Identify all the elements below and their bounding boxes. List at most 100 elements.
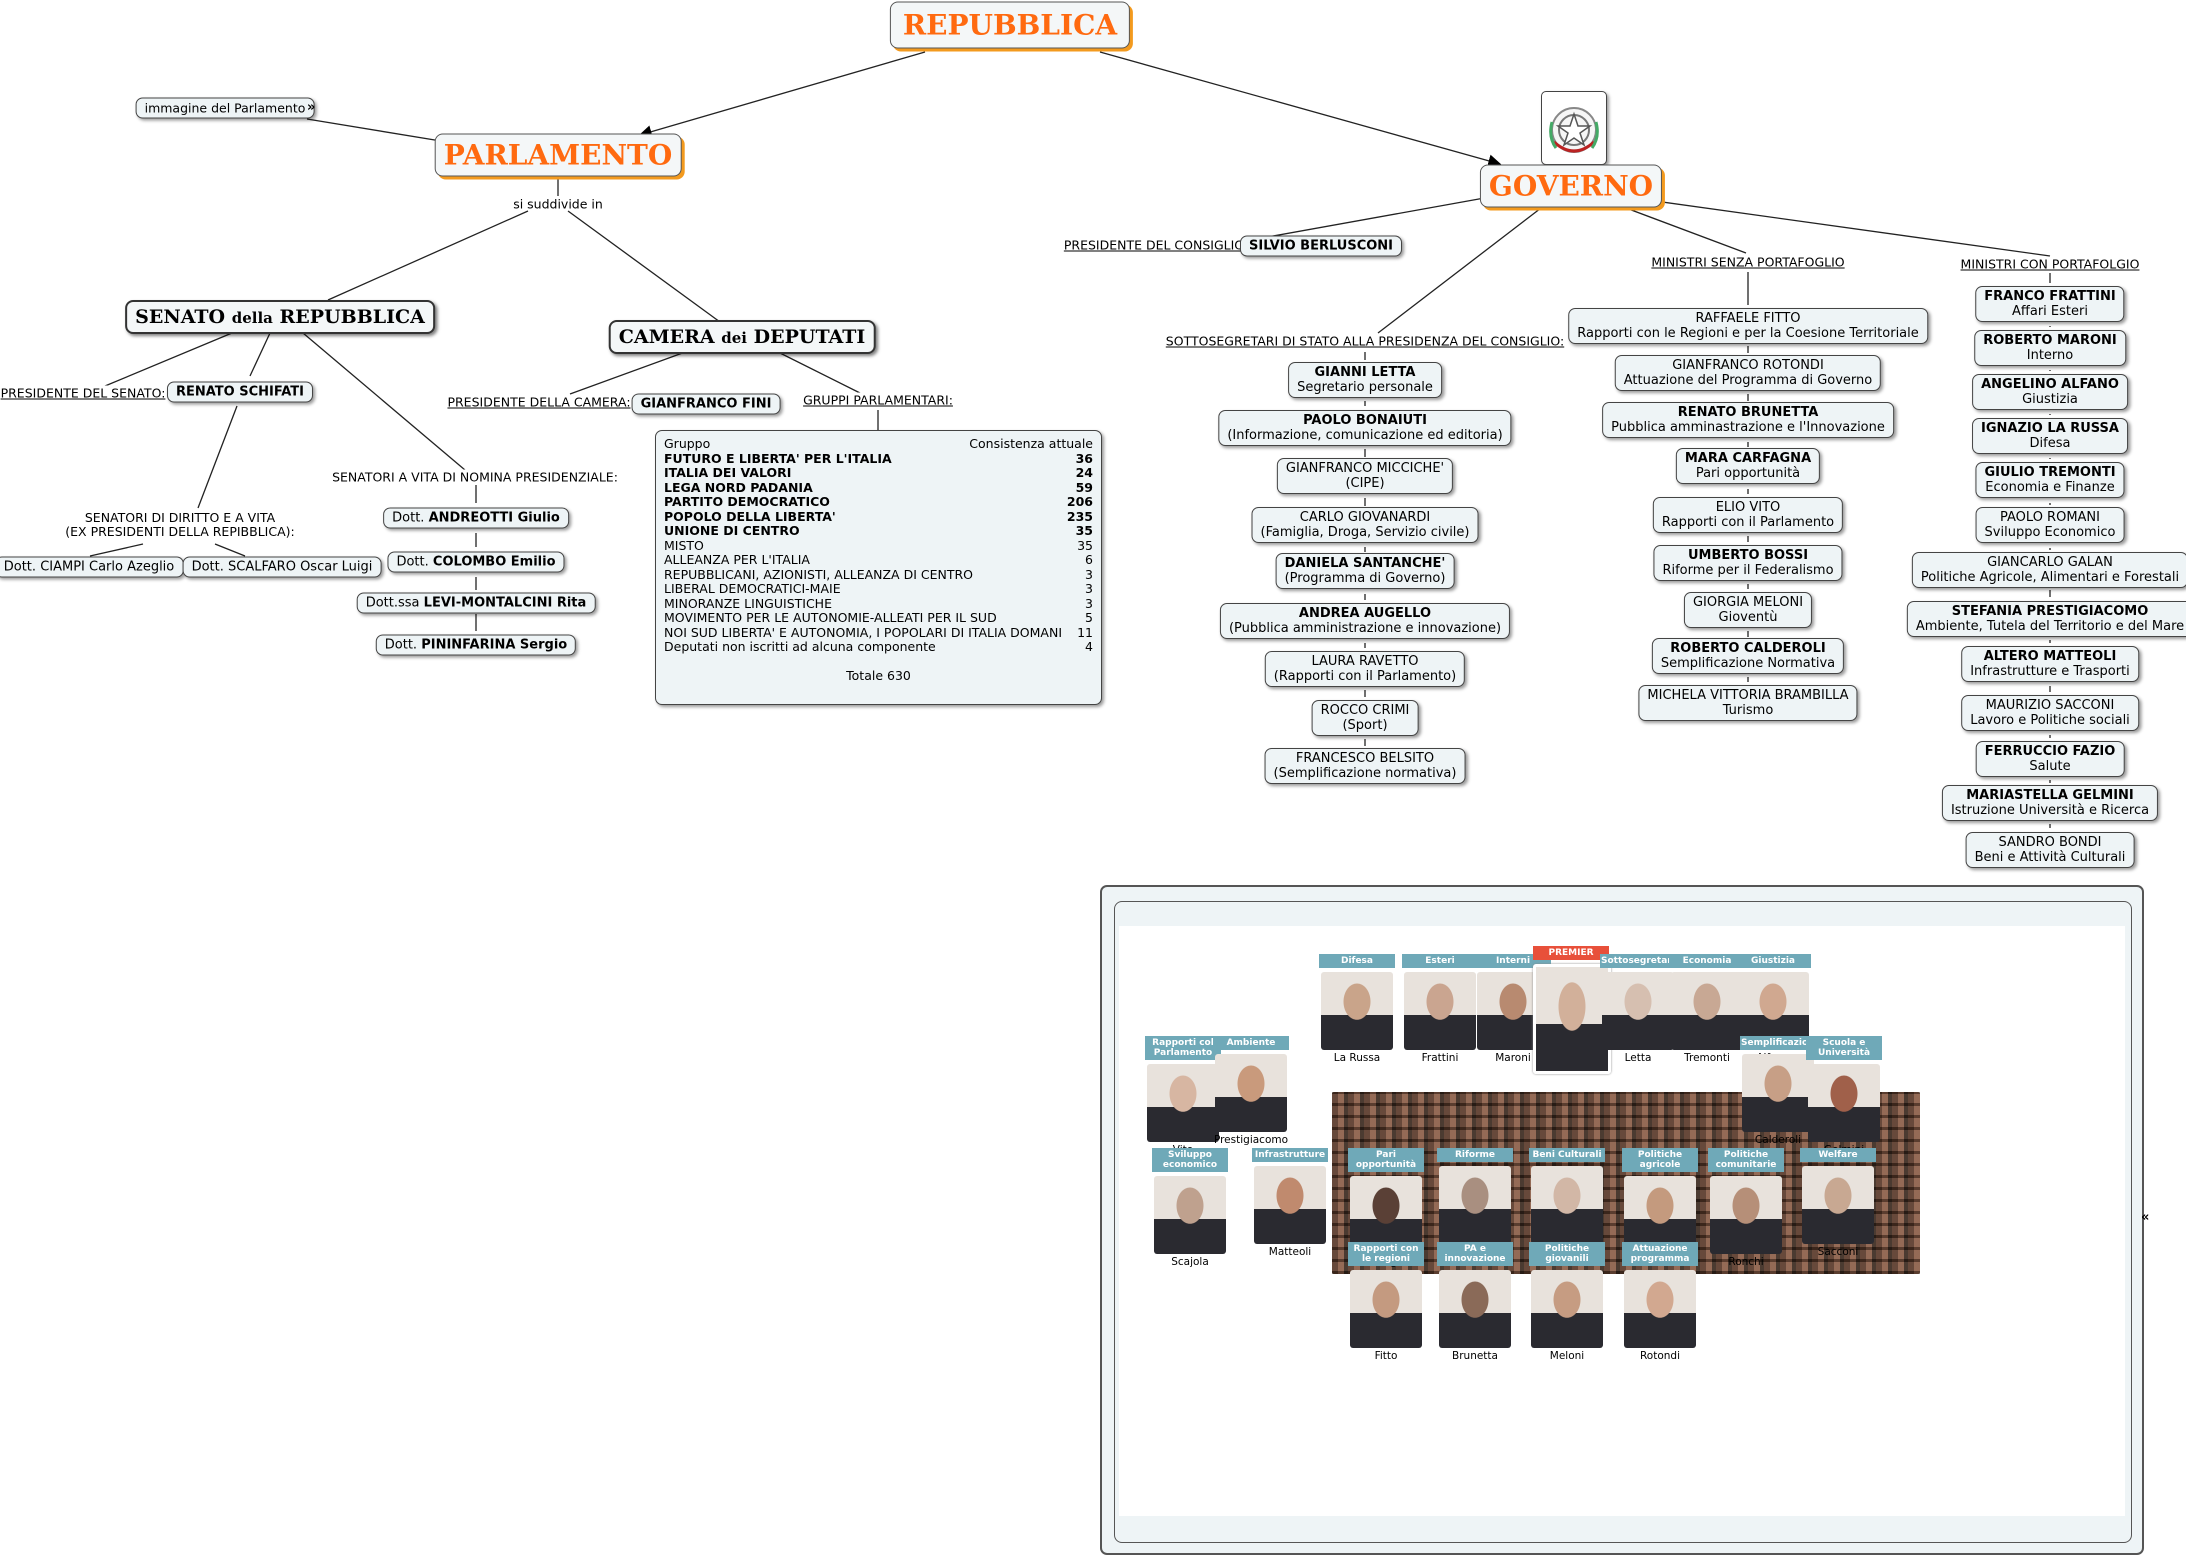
ministro-senza-portafoglio-role: Pubblica amminastrazione e l'Innovazione xyxy=(1611,420,1885,435)
ministry-label: Difesa xyxy=(1319,954,1395,968)
portrait-photo xyxy=(1624,1270,1696,1348)
portrait-photo xyxy=(1439,1166,1511,1244)
minister-name: Letta xyxy=(1600,1052,1676,1064)
sottosegretario-node[interactable]: ANDREA AUGELLO(Pubblica amministrazione … xyxy=(1220,603,1510,639)
sottosegretario-node[interactable]: LAURA RAVETTO(Rapporti con il Parlamento… xyxy=(1265,651,1465,687)
ministry-label: Scuola e Università xyxy=(1806,1036,1882,1060)
ministry-label: Beni Culturali xyxy=(1529,1148,1605,1162)
ministro-con-portafoglio-name: SANDRO BONDI xyxy=(1975,835,2126,850)
ministry-label: Attuazione programma xyxy=(1622,1242,1698,1266)
sottosegretario-node[interactable]: GIANFRANCO MICCICHE'(CIPE) xyxy=(1277,458,1453,494)
senatore-ciampi[interactable]: Dott. CIAMPI Carlo Azeglio xyxy=(0,557,183,578)
repubblica-title[interactable]: REPUBBLICA xyxy=(890,2,1130,49)
senato-title[interactable]: SENATO della REPUBBLICA xyxy=(125,300,435,334)
ministro-senza-portafoglio-name: ELIO VITO xyxy=(1662,500,1834,515)
ministri-senza-portafoglio-label: MINISTRI SENZA PORTAFOGLIO xyxy=(1649,255,1846,270)
header-consistenza: Consistenza attuale xyxy=(969,437,1093,452)
ministro-con-portafoglio-role: Beni e Attività Culturali xyxy=(1975,850,2126,865)
sottosegretario-node[interactable]: DANIELA SANTANCHE'(Programma di Governo) xyxy=(1276,553,1455,589)
senatore-andreotti[interactable]: Dott. ANDREOTTI Giulio xyxy=(383,508,569,529)
senatore-title: Dott. xyxy=(385,638,417,653)
gruppo-name: MINORANZE LINGUISTICHE xyxy=(664,597,832,612)
ministro-con-portafoglio-role: Giustizia xyxy=(1981,392,2119,407)
ministry-label: Politiche comunitarie xyxy=(1708,1148,1784,1172)
senatore-pininfarina[interactable]: Dott. PININFARINA Sergio xyxy=(376,635,576,656)
presidente-camera[interactable]: GIANFRANCO FINI xyxy=(632,394,781,415)
camera-title[interactable]: CAMERA dei DEPUTATI xyxy=(609,320,876,354)
table-row: POPOLO DELLA LIBERTA'235 xyxy=(664,510,1093,525)
ministro-con-portafoglio-role: Affari Esteri xyxy=(1984,304,2115,319)
senatore-name: LEVI-MONTALCINI Rita xyxy=(424,596,587,611)
expand-icon[interactable]: » xyxy=(307,100,315,115)
governo-title[interactable]: GOVERNO xyxy=(1480,165,1662,208)
senatore-levi-montalcini[interactable]: Dott.ssa LEVI-MONTALCINI Rita xyxy=(357,593,596,614)
ministry-label: PA e innovazione xyxy=(1437,1242,1513,1266)
minister-portrait: SottosegretarioLetta xyxy=(1600,954,1676,1064)
senatore-title: Dott. xyxy=(396,555,428,570)
sottosegretario-name: GIANNI LETTA xyxy=(1297,365,1433,380)
minister-portrait: Sviluppo economicoScajola xyxy=(1152,1148,1228,1268)
collapse-icon[interactable]: « xyxy=(2141,1210,2149,1225)
table-row: PARTITO DEMOCRATICO206 xyxy=(664,495,1093,510)
parlamento-title[interactable]: PARLAMENTO xyxy=(435,134,682,177)
ministro-senza-portafoglio-role: Rapporti con le Regioni e per la Coesion… xyxy=(1577,326,1919,341)
sottosegretario-node[interactable]: CARLO GIOVANARDI(Famiglia, Droga, Serviz… xyxy=(1252,507,1479,543)
minister-name: Tremonti xyxy=(1669,1052,1745,1064)
presidente-consiglio[interactable]: SILVIO BERLUSCONI xyxy=(1240,236,1402,257)
presidente-senato[interactable]: RENATO SCHIFATI xyxy=(167,382,313,403)
portrait-photo xyxy=(1742,1054,1814,1132)
divides-label: si suddivide in xyxy=(511,197,605,212)
sottosegretario-node[interactable]: ROCCO CRIMI(Sport) xyxy=(1312,700,1419,736)
gruppo-name: Deputati non iscritti ad alcuna componen… xyxy=(664,640,936,655)
minister-name: Matteoli xyxy=(1252,1246,1328,1258)
table-row: REPUBBLICANI, AZIONISTI, ALLEANZA DI CEN… xyxy=(664,568,1093,583)
ministry-label: Riforme xyxy=(1437,1148,1513,1162)
ministry-label: Rapporti col Parlamento xyxy=(1145,1036,1221,1060)
immagine-parlamento-link[interactable]: immagine del Parlamento xyxy=(136,98,315,119)
senatore-colombo[interactable]: Dott. COLOMBO Emilio xyxy=(387,552,564,573)
senatore-title: Dott. xyxy=(392,511,424,526)
sottosegretario-node[interactable]: PAOLO BONAIUTI(Informazione, comunicazio… xyxy=(1218,410,1511,446)
table-row: LIBERAL DEMOCRATICI-MAIE3 xyxy=(664,582,1093,597)
camera-title-b: dei xyxy=(721,329,747,347)
ministro-con-portafoglio-name: PAOLO ROMANI xyxy=(1985,510,2116,525)
sottosegretario-node[interactable]: FRANCESCO BELSITO(Semplificazione normat… xyxy=(1265,748,1466,784)
minister-portrait: Scuola e UniversitàGelmini xyxy=(1806,1036,1882,1156)
ministro-senza-portafoglio-role: Pari opportunità xyxy=(1685,466,1811,481)
sottosegretario-name: FRANCESCO BELSITO xyxy=(1274,751,1457,766)
ministro-senza-portafoglio-role: Riforme per il Federalismo xyxy=(1662,563,1833,578)
senatore-scalfaro[interactable]: Dott. SCALFARO Oscar Luigi xyxy=(183,557,382,578)
ministry-label: Semplificazione xyxy=(1740,1036,1816,1050)
portrait-photo xyxy=(1215,1054,1287,1132)
emblema-repubblica xyxy=(1541,91,1607,165)
ministro-con-portafoglio-role: Sviluppo Economico xyxy=(1985,525,2116,540)
ministro-con-portafoglio-name: GIANCARLO GALAN xyxy=(1921,555,2179,570)
portrait-photo xyxy=(1147,1064,1219,1142)
